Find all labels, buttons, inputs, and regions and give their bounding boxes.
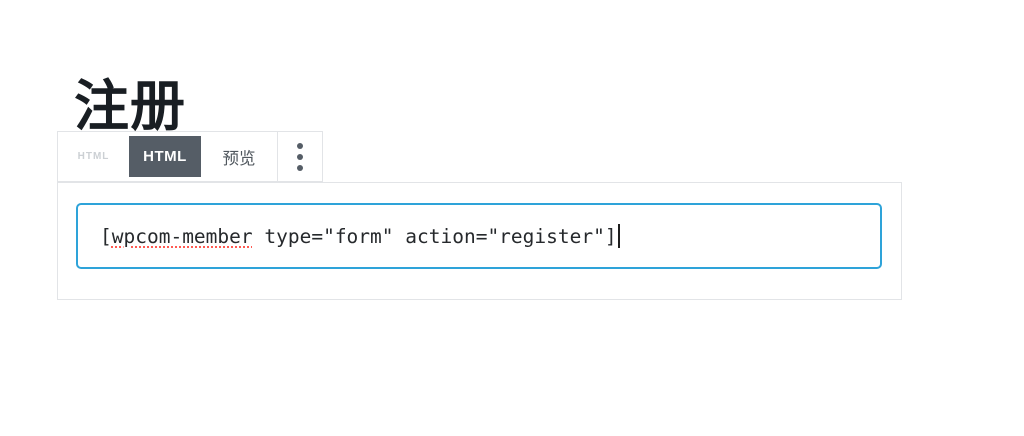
block-toolbar: HTML HTML 预览	[57, 131, 323, 182]
shortcode-attributes: type="form" action="register"]	[252, 224, 617, 248]
tab-preview[interactable]: 预览	[201, 132, 277, 181]
text-cursor	[617, 224, 620, 248]
tab-html[interactable]: HTML	[129, 136, 201, 177]
block-type-label: HTML	[77, 151, 110, 162]
post-title[interactable]: 注册	[74, 73, 187, 138]
shortcode-text: [wpcom-member type="form" action="regist…	[100, 225, 617, 248]
toolbar-divider	[277, 132, 278, 181]
block-type-button[interactable]: HTML	[58, 132, 129, 181]
shortcode-open-bracket: [	[100, 224, 112, 248]
html-code-textarea[interactable]: [wpcom-member type="form" action="regist…	[76, 203, 882, 269]
custom-html-block: [wpcom-member type="form" action="regist…	[57, 182, 902, 300]
more-options-button[interactable]	[278, 132, 322, 181]
kebab-vertical-icon	[297, 142, 303, 171]
misspelled-word: wpcom-member	[111, 224, 253, 248]
